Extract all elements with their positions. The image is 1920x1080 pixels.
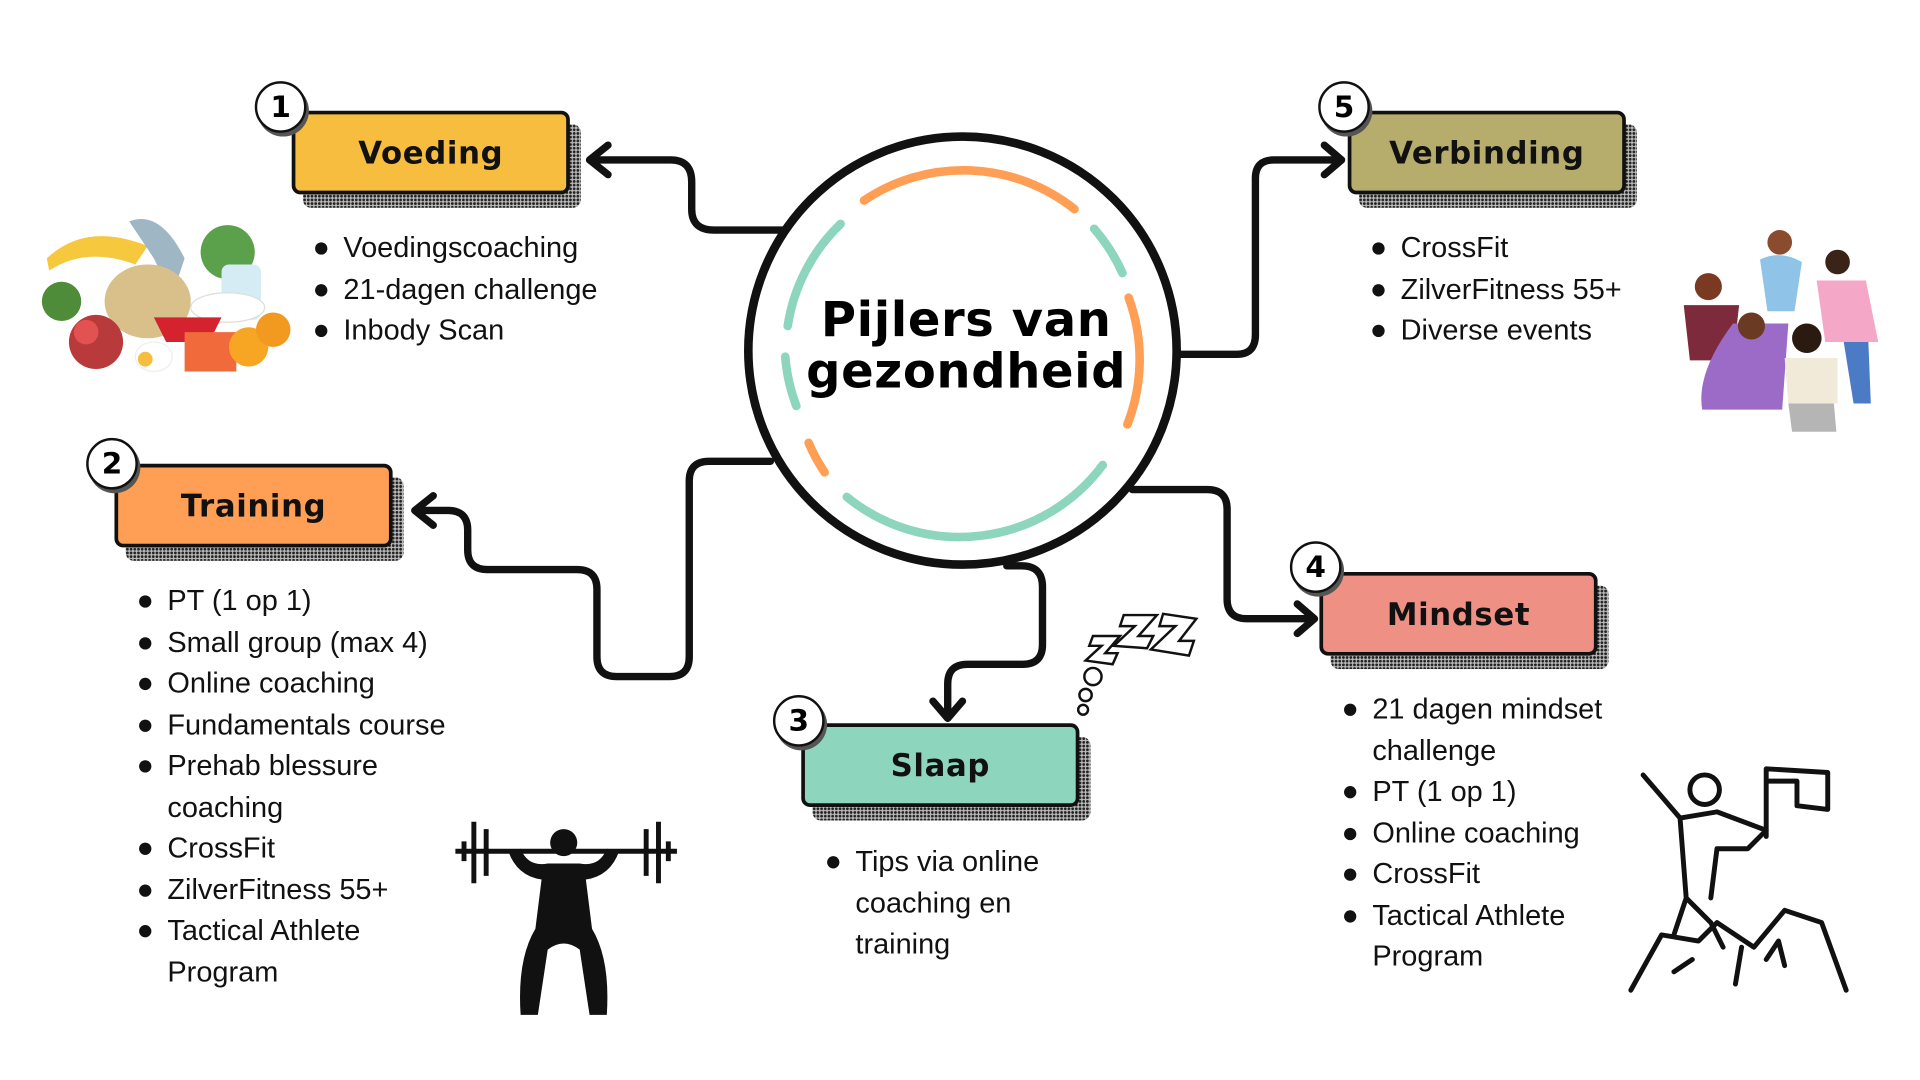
arrow-slaap: [929, 697, 967, 723]
team-high-five-illustration: [1683, 230, 1879, 432]
list-item: Fundamentals course: [139, 704, 471, 745]
list-item: CrossFit: [1372, 228, 1621, 269]
slaap-list: Tips via online coaching en training: [827, 841, 1073, 965]
list-item: Tactical Athlete Program: [139, 910, 413, 992]
connector-training: [412, 457, 775, 681]
voeding-list: Voedingscoaching 21-dagen challenge Inbo…: [315, 228, 597, 352]
list-item: Voedingscoaching: [315, 228, 597, 269]
list-item: 21 dagen mindset challenge: [1344, 689, 1639, 771]
arrow-verbinding: [1320, 141, 1346, 179]
list-item: Tips via online coaching en training: [827, 841, 1073, 965]
connector-verbinding: [1175, 156, 1343, 358]
pillar-training-box[interactable]: Training: [114, 463, 404, 561]
training-list: PT (1 op 1) Small group (max 4) Online c…: [139, 581, 471, 993]
list-item: ZilverFitness 55+: [1372, 269, 1622, 310]
pillar-slaap-box[interactable]: Slaap: [801, 723, 1091, 821]
arrow-training: [411, 492, 437, 529]
list-item: CrossFit: [1344, 854, 1639, 895]
pillar-number-1: 1: [254, 81, 307, 133]
pillar-voeding-box[interactable]: Voeding: [291, 110, 581, 208]
list-item: Online coaching: [139, 663, 471, 704]
center-title: Pijlers van gezondheid: [806, 292, 1127, 400]
list-item: Diverse events: [1372, 310, 1621, 351]
pillar-number-2: 2: [86, 437, 138, 490]
verbinding-list: CrossFit ZilverFitness 55+ Diverse event…: [1372, 228, 1622, 352]
weightlifter-icon: [455, 821, 677, 1015]
list-item: PT (1 op 1): [1344, 771, 1639, 812]
food-illustration: [41, 218, 291, 373]
list-item: ZilverFitness 55+: [139, 869, 471, 910]
connector-voeding: [587, 156, 787, 234]
center-ring: [780, 166, 1144, 542]
pillar-verbinding-box[interactable]: Verbinding: [1347, 110, 1637, 208]
climber-flag-icon: [1628, 766, 1849, 993]
zzz-icon: [1076, 612, 1199, 716]
list-item: CrossFit: [139, 828, 471, 869]
connector-mindset: [1128, 485, 1316, 623]
list-item: PT (1 op 1): [139, 581, 471, 622]
arrow-voeding: [585, 141, 612, 179]
pillar-mindset-box[interactable]: Mindset: [1319, 571, 1609, 670]
list-item: Prehab blessure coaching: [139, 745, 413, 827]
pillar-number-4: 4: [1289, 541, 1342, 593]
list-item: Online coaching: [1344, 812, 1639, 853]
list-item: Small group (max 4): [139, 622, 471, 663]
list-item: 21-dagen challenge: [315, 269, 597, 310]
pillar-number-3: 3: [772, 695, 825, 747]
list-item: Tactical Athlete Program: [1344, 895, 1618, 977]
connector-slaap: [944, 562, 1047, 720]
arrow-mindset: [1293, 600, 1319, 638]
center-circle: [744, 132, 1181, 569]
mindset-list: 21 dagen mindset challenge PT (1 op 1) O…: [1344, 689, 1639, 977]
list-item: Inbody Scan: [315, 310, 597, 351]
pillar-number-5: 5: [1318, 81, 1370, 133]
